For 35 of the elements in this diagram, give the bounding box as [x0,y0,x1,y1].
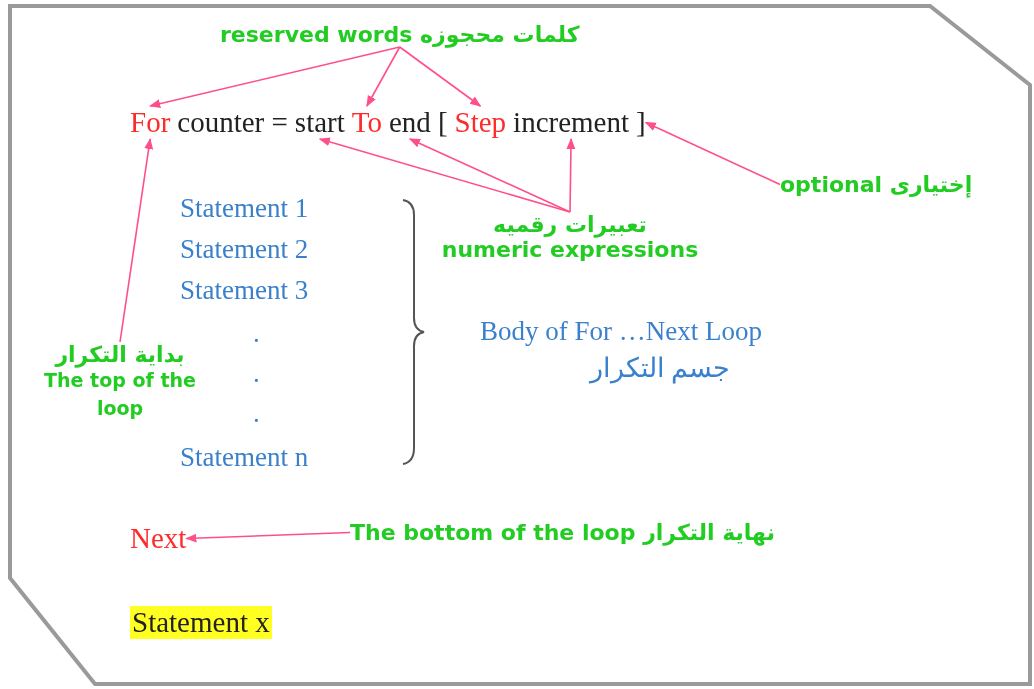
annotation-text: تعبيرات رقميه [493,212,647,237]
caption-text: Body of For …Next Loop [480,316,762,347]
ellipsis-dot: . [253,358,260,389]
leader-arrow [408,138,571,213]
statement-text: Statement n [180,442,309,473]
leader-arrow [644,121,781,186]
code-token: ] [636,106,646,139]
leader-arrow [566,137,576,213]
ellipsis-dot: . [253,398,260,429]
ellipsis-dot: . [253,318,260,349]
keyword: For [130,106,171,139]
code-token: [ [437,106,448,139]
statement-text: Statement 1 [180,193,309,224]
caption-text: جسم التكرار [588,352,732,384]
leader-arrow [185,531,351,543]
keyword: Step [454,106,507,139]
annotation-text: optional إختيارى [780,172,973,197]
statement-text: Statement 3 [180,275,309,306]
leader-arrow [119,137,154,343]
leader-arrow [149,46,401,109]
code-token: end [389,106,431,139]
annotation-text: reserved words كلمات محجوزه [220,22,580,47]
highlighted-statement: Statement x [130,606,272,639]
statement-text: Statement 2 [180,234,309,265]
leader-arrow [366,46,401,107]
code-token: increment [513,106,630,139]
leader-arrow [398,46,482,107]
annotation-text: numeric expressions [441,237,699,262]
code-token: start [294,106,345,139]
annotation-text: بداية التكرار [55,342,185,367]
keyword: Next [130,522,187,555]
keyword: To [351,106,382,139]
annotation-text: The top of the loop [43,368,197,421]
annotation-text: The bottom of the loop نهاية التكرار [350,520,775,545]
code-token: counter = [177,106,288,139]
